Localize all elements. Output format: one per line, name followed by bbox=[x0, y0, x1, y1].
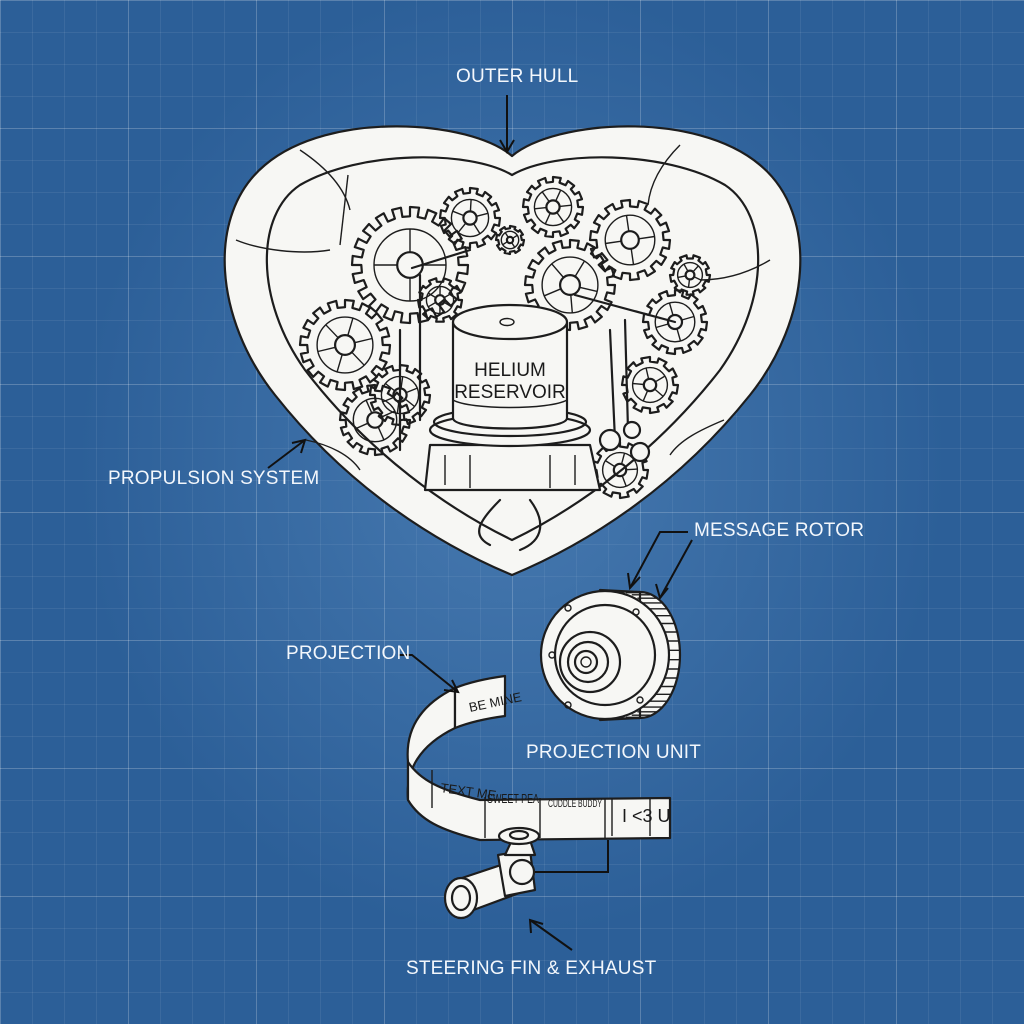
linkage-rods bbox=[398, 248, 677, 463]
gear bbox=[368, 363, 432, 427]
ribbon-msg-sweet-pea: SWEET PEA bbox=[487, 792, 539, 806]
label-projection: PROJECTION bbox=[286, 643, 411, 664]
ribbon-msg-i-love-u: I <3 U bbox=[622, 806, 671, 826]
label-message-rotor: MESSAGE ROTOR bbox=[694, 520, 865, 541]
message-rotor bbox=[539, 588, 682, 722]
gear bbox=[620, 355, 680, 415]
gear bbox=[438, 186, 502, 250]
label-projection-unit: PROJECTION UNIT bbox=[526, 742, 702, 763]
gear bbox=[298, 298, 392, 392]
label-steering-fin-exhaust: STEERING FIN & EXHAUST bbox=[406, 958, 657, 979]
gear bbox=[494, 224, 526, 256]
helium-label-line2: RESERVOIR bbox=[454, 382, 566, 403]
gear-train bbox=[298, 175, 712, 500]
gear bbox=[523, 238, 617, 332]
helium-reservoir bbox=[423, 303, 602, 552]
gear bbox=[350, 205, 470, 325]
label-outer-hull: OUTER HULL bbox=[456, 66, 579, 87]
steering-exhaust bbox=[443, 826, 541, 920]
helium-label-line1: HELIUM bbox=[474, 360, 546, 381]
gear bbox=[668, 254, 712, 296]
gear bbox=[521, 175, 585, 239]
leader-lines bbox=[267, 95, 693, 951]
projection-ribbon bbox=[406, 674, 672, 842]
gear bbox=[588, 198, 672, 282]
gear bbox=[338, 383, 412, 457]
ribbon-msg-cuddle-buddy: CUDDLE BUDDY bbox=[548, 798, 602, 810]
label-propulsion-system: PROPULSION SYSTEM bbox=[108, 468, 320, 489]
gear bbox=[416, 277, 464, 323]
